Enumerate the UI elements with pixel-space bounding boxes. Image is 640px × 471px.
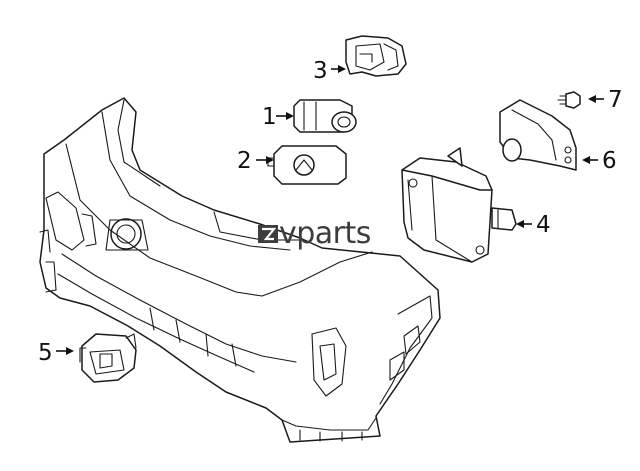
callout-labels: 1 2 3 4 5 6 7 [38, 58, 623, 366]
part-5-sensor-assembly[interactable] [79, 333, 137, 383]
vparts-logo-icon [258, 225, 278, 243]
part-6-mounting-bracket[interactable] [499, 99, 577, 171]
callout-5-label: 5 [38, 340, 53, 366]
part-2-sensor-retainer[interactable] [267, 145, 347, 185]
callout-6-label: 6 [602, 148, 617, 174]
vparts-watermark: vparts [258, 216, 371, 251]
callout-7-label: 7 [608, 87, 623, 113]
part-7-bolt[interactable] [557, 91, 581, 109]
callout-1-label: 1 [262, 104, 277, 130]
front-bumper-cover [39, 97, 441, 443]
callout-2-label: 2 [237, 148, 252, 174]
watermark-text: vparts [279, 216, 371, 251]
callout-4-label: 4 [536, 212, 551, 238]
callout-3-label: 3 [313, 58, 328, 84]
part-4-radar-sensor[interactable] [401, 147, 517, 263]
part-3-connector-bracket[interactable] [345, 35, 407, 77]
part-1-parking-sensor[interactable] [293, 99, 357, 133]
callout-arrows [56, 65, 604, 355]
